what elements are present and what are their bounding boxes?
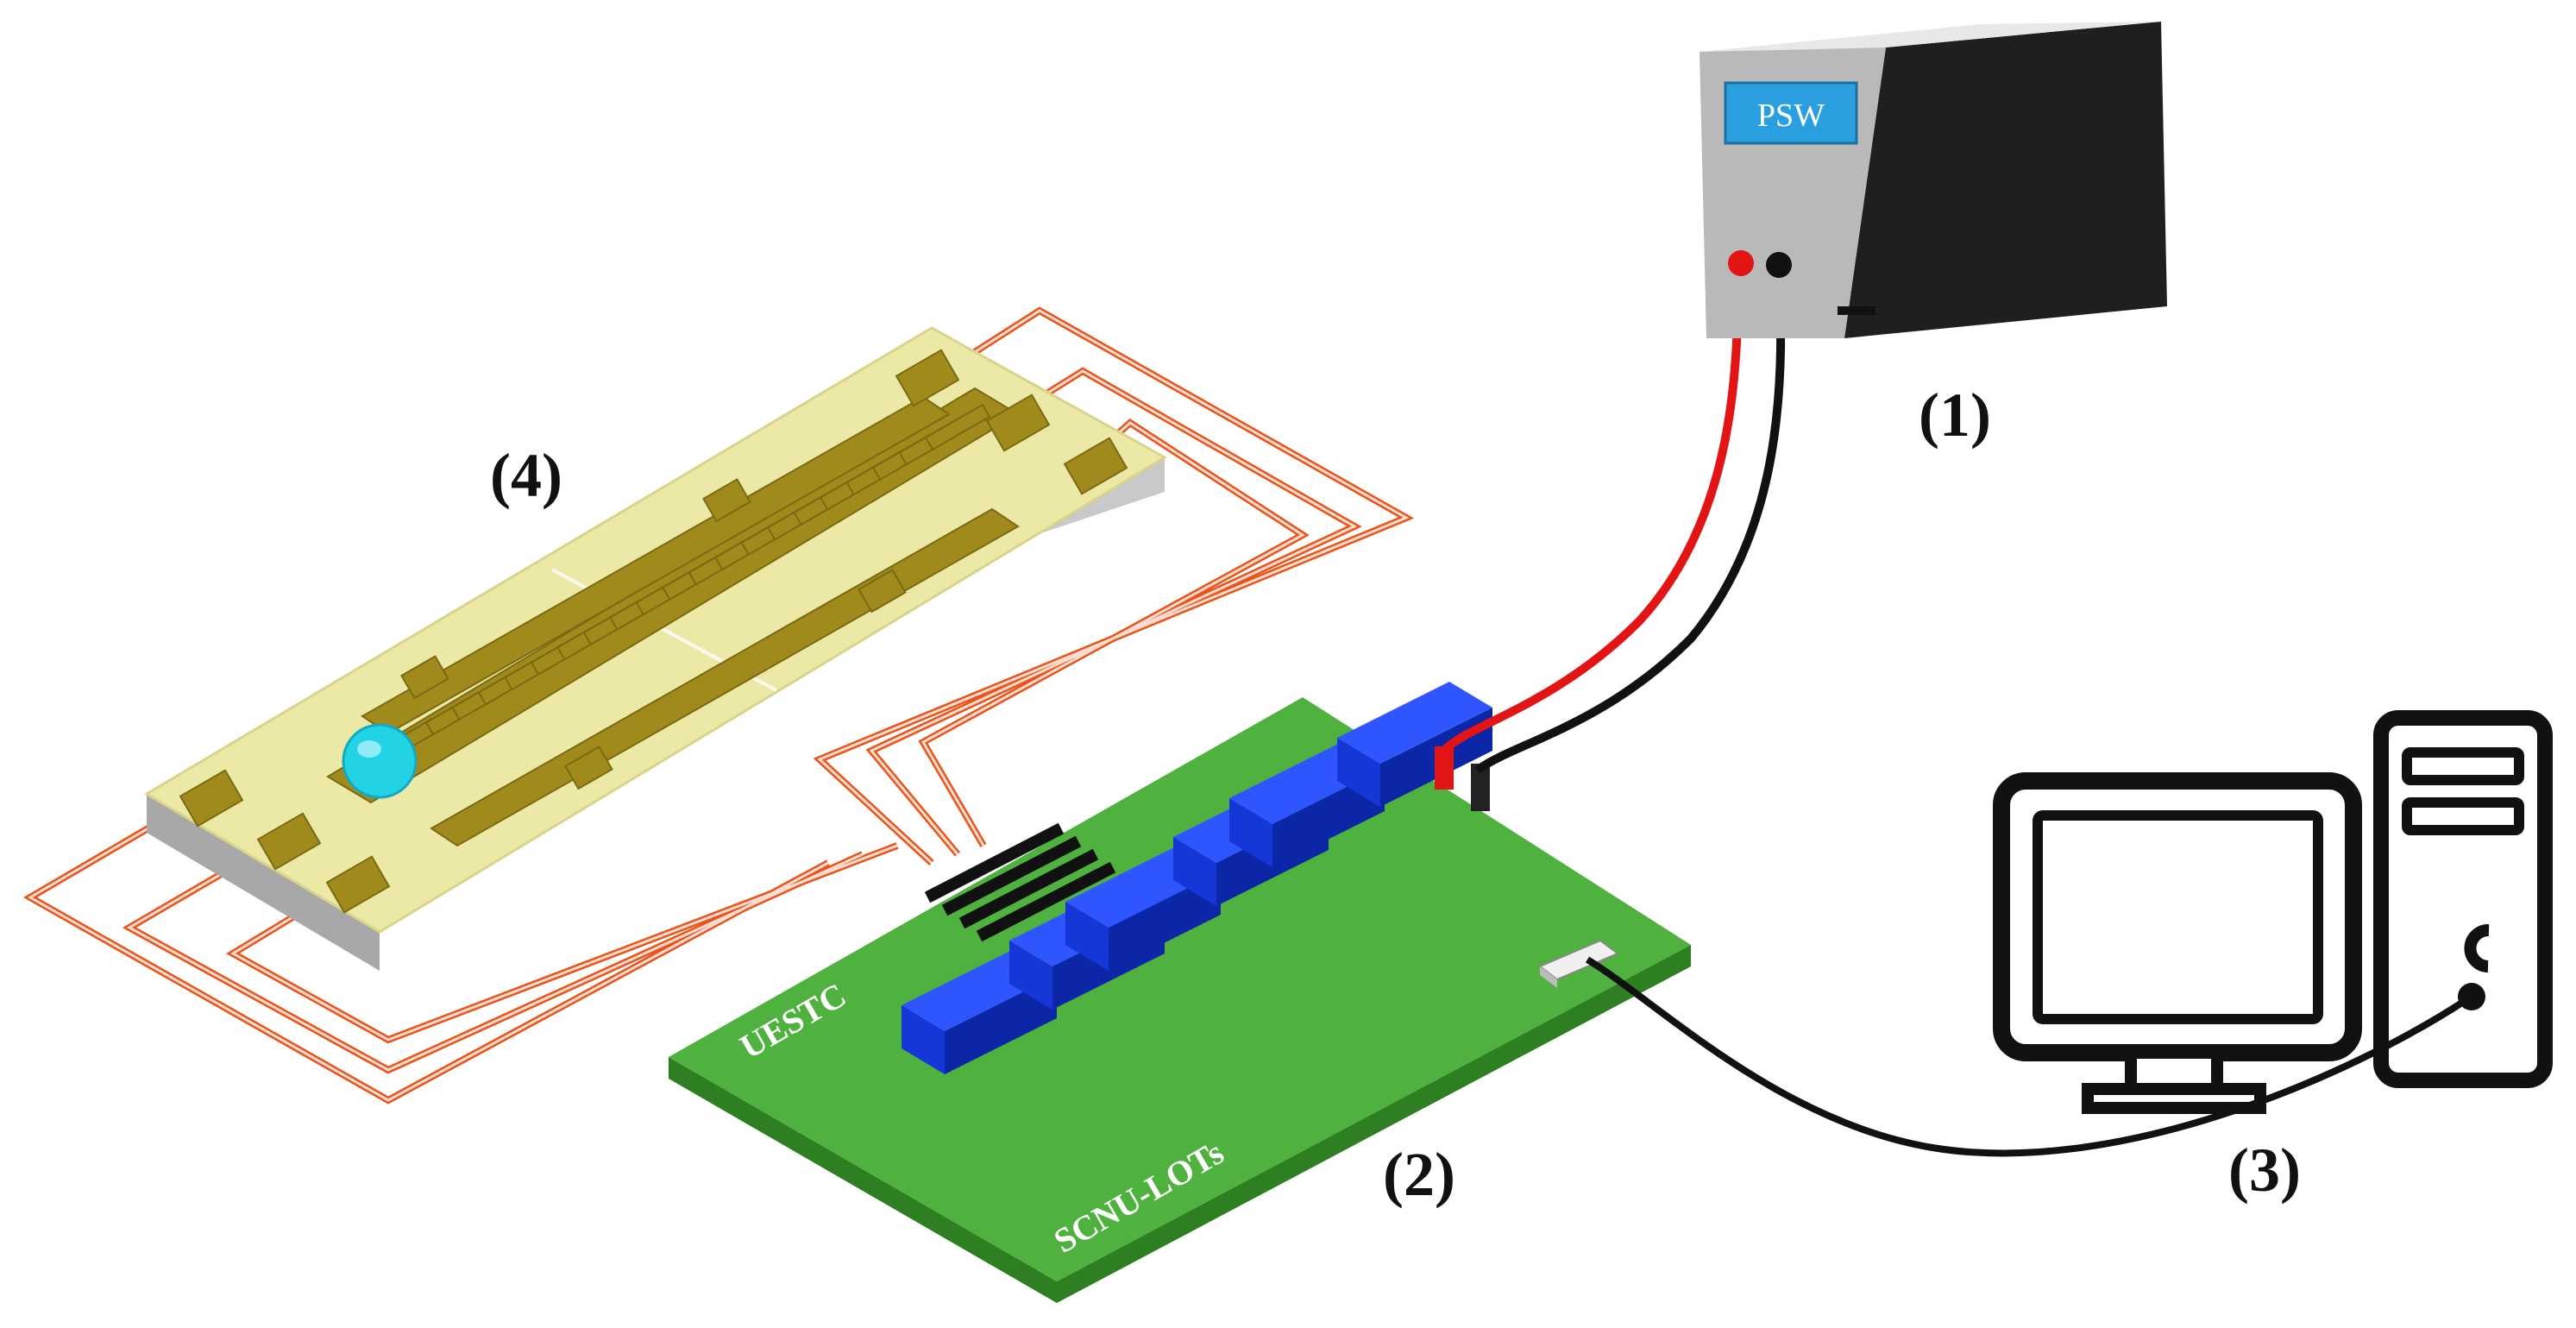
relay-array xyxy=(902,682,1492,1074)
board-connector xyxy=(924,822,1116,942)
label-chip: (4) xyxy=(490,441,562,510)
label-circuit-board: (2) xyxy=(1383,1140,1455,1209)
board-top xyxy=(669,697,1691,1281)
pad-mid-bottom xyxy=(858,569,907,614)
electrode-tooth xyxy=(924,403,991,451)
pc-tower xyxy=(2373,710,2553,1088)
electrode-array xyxy=(179,349,1128,914)
dmf-chip xyxy=(144,326,1167,971)
computer xyxy=(1585,710,2553,1157)
monitor xyxy=(1993,772,2362,1114)
pad-side-2 xyxy=(564,746,613,790)
pad-right-1 xyxy=(895,349,960,407)
psu-terminal-black xyxy=(1766,252,1792,278)
power-wires xyxy=(1440,259,1786,772)
psu-top xyxy=(1700,22,2161,52)
label-computer: (3) xyxy=(2228,1136,2301,1205)
wire-red xyxy=(1440,259,1743,755)
pad-right-3 xyxy=(1063,437,1128,495)
power-header xyxy=(1435,746,1490,811)
electrode-teeth xyxy=(372,403,991,766)
board-side xyxy=(669,945,1691,1303)
label-power-supply: (1) xyxy=(1919,381,1991,450)
pad-side-1 xyxy=(400,655,449,700)
psu-body xyxy=(1844,22,2167,338)
wire-black xyxy=(1476,263,1786,772)
droplet xyxy=(342,723,418,799)
pad-right-2 xyxy=(985,393,1051,452)
psu-terminal-red xyxy=(1728,250,1754,276)
power-supply: PSW xyxy=(1700,22,2167,338)
pad-left-1 xyxy=(179,769,244,828)
pad-left-3 xyxy=(325,855,391,914)
pad-mid-top xyxy=(702,478,751,523)
psu-display-text: PSW xyxy=(1757,98,1825,134)
usb-port xyxy=(1538,939,1619,988)
circuit-board: UESTC SCNU-LOTs xyxy=(669,682,1691,1303)
psu-display xyxy=(1724,81,1858,145)
pad-left-2 xyxy=(256,812,322,871)
usb-cable xyxy=(1585,956,2470,1157)
relay-6 xyxy=(1337,682,1492,807)
psu-switch xyxy=(1838,306,1875,315)
